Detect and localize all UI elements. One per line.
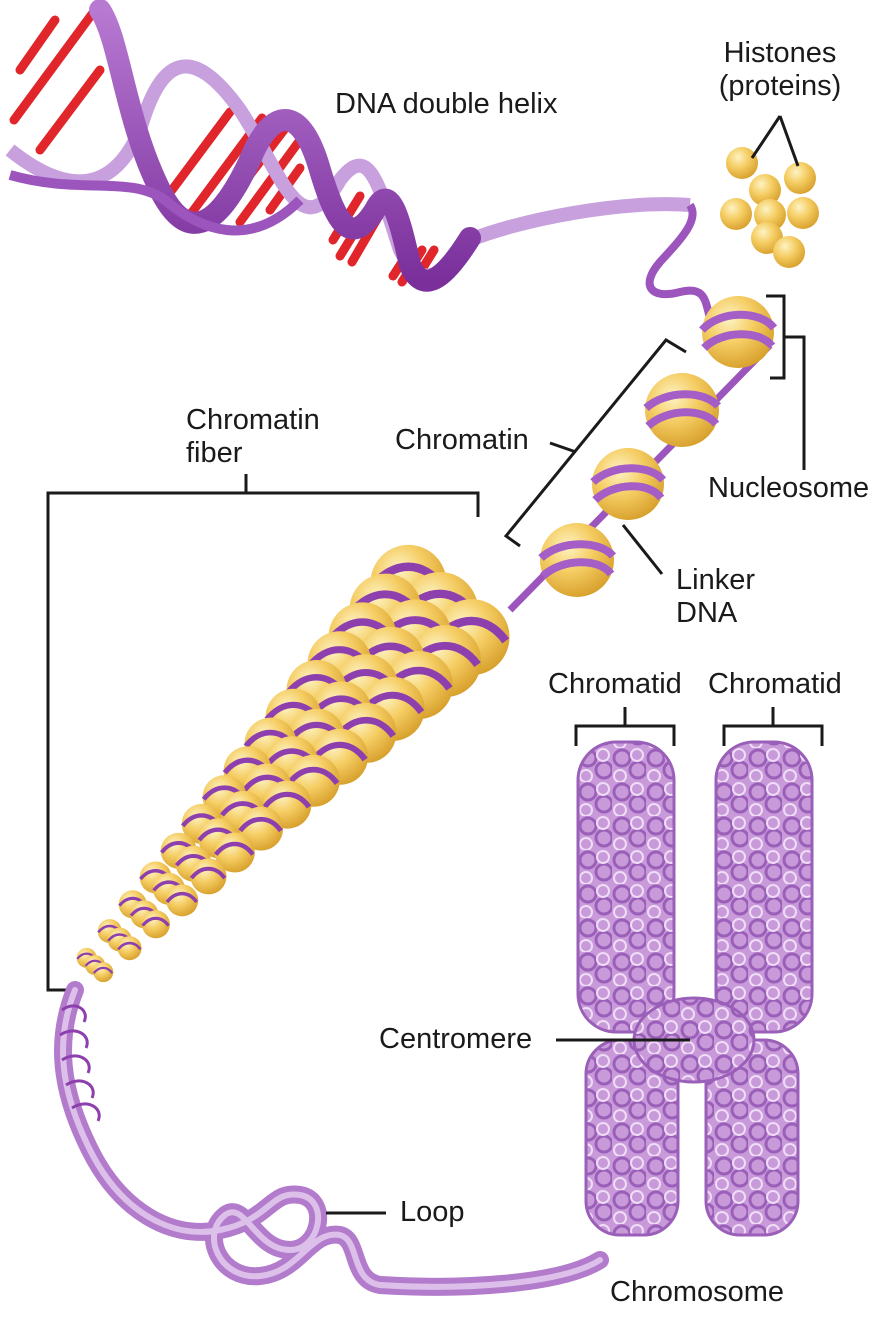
histones-label-line2: (proteins) [700, 70, 860, 103]
linker-dna-label-line1: Linker [676, 564, 755, 597]
chromatid-right-label: Chromatid [708, 668, 842, 701]
dna-double-helix [10, 10, 710, 318]
chromatin-fiber-label-line2: fiber [186, 437, 320, 470]
nucleosome-bead [540, 523, 614, 597]
chromosome-label: Chromosome [610, 1276, 784, 1309]
chromatin-label: Chromatin [395, 424, 529, 457]
dna-linker-strand [650, 205, 710, 318]
base-pairs [14, 10, 434, 282]
chromatin-fiber-label-line1: Chromatin [186, 404, 320, 437]
linker-dna-label-line2: DNA [676, 597, 755, 630]
dna-strand-front [100, 10, 470, 281]
histone-cluster [720, 147, 819, 268]
nucleosome-bead [645, 373, 719, 447]
chromatid-brackets [576, 707, 822, 746]
chromosome [578, 742, 812, 1235]
dna-double-helix-label: DNA double helix [335, 88, 557, 121]
histones-label: Histones (proteins) [700, 37, 860, 103]
chromatin-fiber [77, 545, 510, 982]
chromatid-right [706, 742, 812, 1235]
centromere-label: Centromere [379, 1023, 532, 1056]
nucleosome-label: Nucleosome [708, 472, 869, 505]
nucleosome-string [510, 296, 774, 610]
nucleosome-bead [592, 448, 664, 520]
chromatid-left-label: Chromatid [548, 668, 682, 701]
chromatid-left [578, 742, 678, 1235]
chromatin-fiber-label: Chromatin fiber [186, 404, 320, 470]
linker-dna-leader [623, 525, 662, 574]
histones-label-line1: Histones [700, 37, 860, 70]
linker-dna-label: Linker DNA [676, 564, 755, 630]
histones-leader-lines [752, 116, 798, 166]
chromatin-bracket [506, 340, 686, 546]
loop-label: Loop [400, 1196, 465, 1229]
nucleosome-bead [702, 296, 774, 368]
